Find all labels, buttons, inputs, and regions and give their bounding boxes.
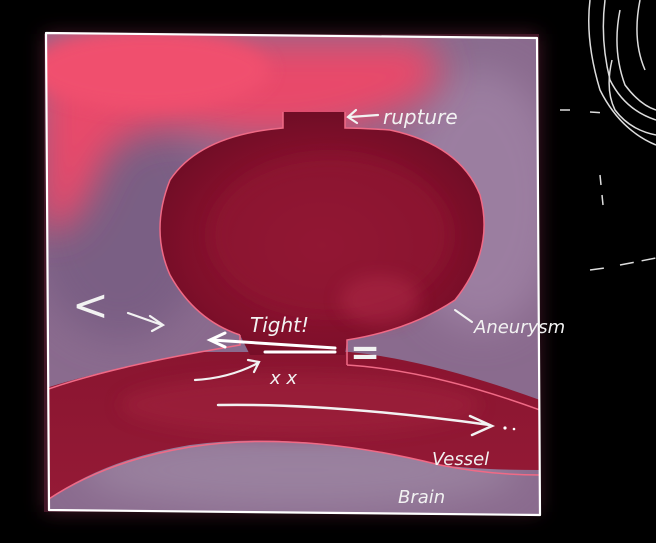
box-outline xyxy=(44,31,542,517)
brain-tissue-area xyxy=(46,33,540,515)
flow-dot-2 xyxy=(512,427,516,431)
x-marks: x x xyxy=(269,368,297,389)
aneurysm-wall xyxy=(159,112,284,336)
curved-arrow xyxy=(193,358,261,382)
equals-symbol: = xyxy=(350,332,380,373)
aneurysm-label: Aneurysm xyxy=(473,317,565,338)
tight-label: Tight! xyxy=(250,313,309,337)
less-than-symbol: < xyxy=(72,280,109,331)
vessel-top-wall-right xyxy=(346,364,540,411)
flow-dot xyxy=(503,426,507,430)
rupture-label: rupture xyxy=(383,105,458,129)
aneurysm-pointer xyxy=(454,309,473,323)
rupture-arrow xyxy=(346,108,380,125)
vessel-bottom-wall xyxy=(46,440,540,506)
flow-arrow xyxy=(216,403,496,437)
edge-drawing xyxy=(560,0,656,271)
vessel-label: Vessel xyxy=(432,449,489,470)
aneurysm-wall-right xyxy=(344,112,485,365)
tight-arrow xyxy=(206,331,337,350)
brain-label: Brain xyxy=(398,487,445,508)
vessel-top-wall xyxy=(46,335,241,393)
less-than-arrow xyxy=(126,311,166,333)
